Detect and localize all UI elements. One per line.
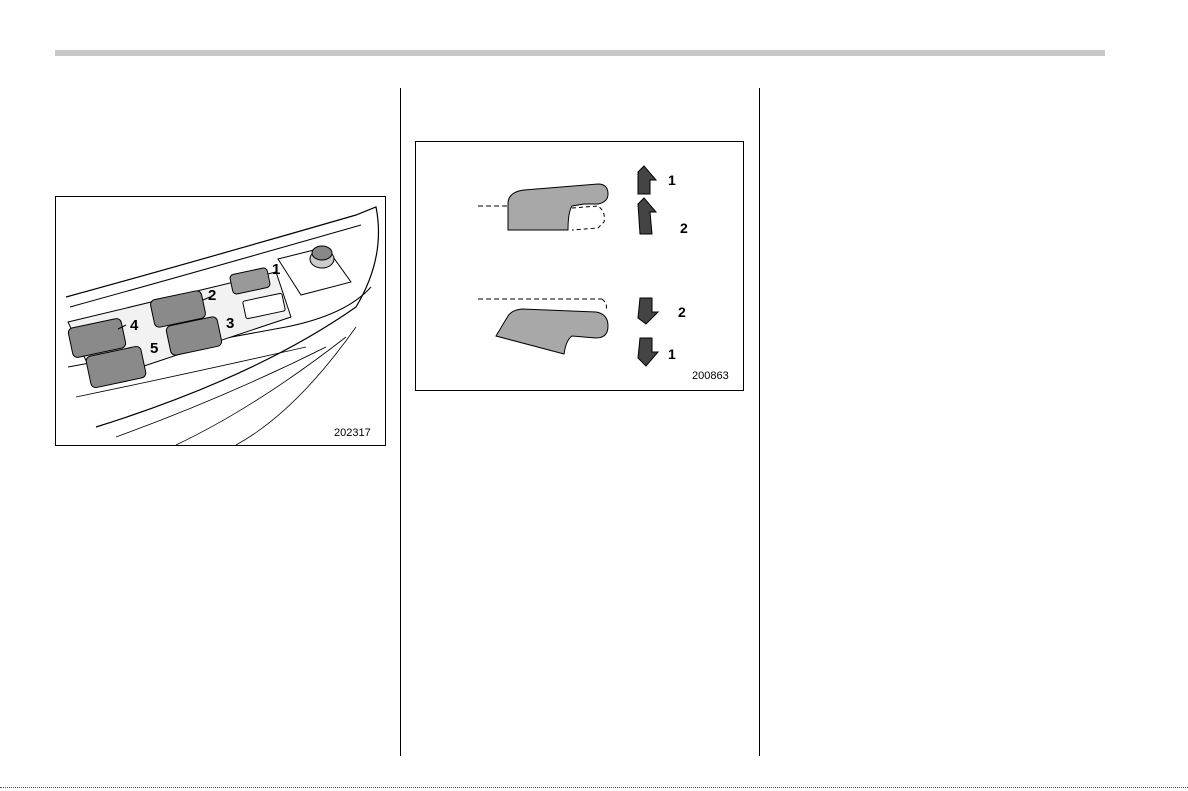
switch-panel-illustration: [56, 197, 387, 447]
column-divider-left: [400, 88, 401, 756]
page-bottom-dotted-line: [0, 787, 1188, 788]
figure-id-label: 200863: [692, 370, 729, 382]
header-rule: [55, 50, 1105, 56]
switch-operation-figure: 1 2 2 1 200863: [415, 141, 744, 391]
up-label-2: 2: [680, 220, 688, 236]
callout-2: 2: [208, 287, 216, 304]
callout-1: 1: [272, 261, 280, 278]
up-label-1: 1: [668, 172, 676, 188]
switch-operation-diagram: [416, 142, 745, 392]
figure-id-label: 202317: [334, 427, 371, 439]
callout-3: 3: [226, 315, 234, 332]
callout-4: 4: [130, 317, 138, 334]
callout-5: 5: [150, 340, 158, 357]
column-divider-right: [759, 88, 760, 756]
power-window-switches-figure: 1 2 3 4 5 202317: [55, 196, 386, 446]
down-label-2: 2: [678, 304, 686, 320]
down-label-1: 1: [668, 346, 676, 362]
